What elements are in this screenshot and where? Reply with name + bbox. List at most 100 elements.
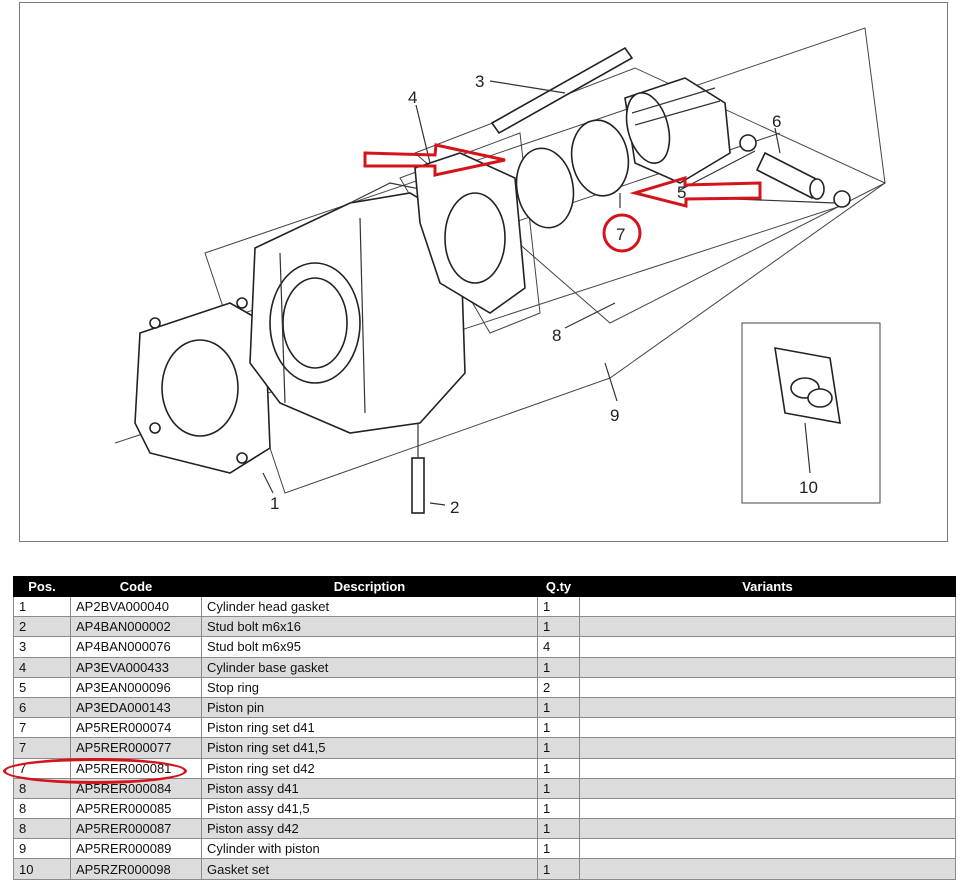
- cell-pos: 8: [13, 818, 71, 840]
- cell-qty: 1: [537, 777, 580, 799]
- cell-qty: 1: [537, 757, 580, 779]
- cell-qty: 1: [537, 595, 580, 618]
- header-variants: Variants: [579, 576, 956, 597]
- exploded-diagram: 1 2 3 4 5 6 7 8 9 10: [19, 2, 948, 542]
- cell-pos: 9: [13, 838, 71, 860]
- header-pos: Pos.: [13, 576, 71, 597]
- cell-description: Stud bolt m6x16: [201, 616, 538, 638]
- callout-6: 6: [772, 112, 781, 131]
- callout-9: 9: [610, 406, 619, 425]
- cell-code: AP5RER000087: [70, 818, 202, 840]
- callout-10: 10: [799, 478, 818, 497]
- cell-variants: [579, 616, 956, 638]
- cell-variants: [579, 737, 956, 759]
- cell-code: AP5RER000084: [70, 777, 202, 799]
- gasket-bore: [161, 339, 239, 437]
- stud-bolt-long: [490, 46, 634, 135]
- cell-description: Gasket set: [201, 858, 538, 880]
- outline-group-9: [204, 27, 886, 494]
- cell-variants: [579, 757, 956, 779]
- cell-pos: 1: [13, 595, 71, 618]
- cell-code: AP5RER000081: [70, 757, 202, 779]
- table-header-row: Pos. Code Description Q.ty Variants: [13, 576, 956, 597]
- cell-code: AP4BAN000002: [70, 616, 202, 638]
- cell-code: AP4BAN000076: [70, 636, 202, 658]
- callout-7: 7: [616, 225, 625, 244]
- cell-pos: 2: [13, 616, 71, 638]
- callout-5: 5: [677, 183, 686, 202]
- cell-description: Piston ring set d41: [201, 717, 538, 739]
- stop-ring: [833, 190, 851, 208]
- cell-code: AP5RER000089: [70, 838, 202, 860]
- cell-qty: 1: [537, 696, 580, 719]
- cell-code: AP3EDA000143: [70, 696, 202, 719]
- cell-variants: [579, 797, 956, 820]
- callout-3: 3: [475, 72, 484, 91]
- cell-qty: 1: [537, 818, 580, 840]
- cell-description: Stud bolt m6x95: [201, 636, 538, 658]
- cell-description: Piston ring set d41,5: [201, 737, 538, 759]
- cell-pos: 6: [13, 696, 71, 719]
- cell-code: AP5RER000085: [70, 797, 202, 820]
- callout-4: 4: [408, 88, 417, 107]
- cell-pos: 8: [13, 797, 71, 820]
- cell-description: Piston assy d42: [201, 818, 538, 840]
- red-arrow-right: [629, 175, 762, 208]
- cell-pos: 3: [13, 636, 71, 658]
- piston-ring: [515, 147, 575, 229]
- cell-description: Piston ring set d42: [201, 757, 538, 779]
- cell-code: AP2BVA000040: [70, 595, 202, 618]
- cell-pos: 7: [13, 757, 71, 779]
- cell-code: AP5RER000074: [70, 717, 202, 739]
- cell-variants: [579, 818, 956, 840]
- cell-variants: [579, 595, 956, 618]
- callout-1: 1: [270, 494, 279, 513]
- cell-description: Piston assy d41: [201, 777, 538, 799]
- cell-variants: [579, 656, 956, 678]
- stop-ring: [739, 134, 757, 152]
- cell-pos: 7: [13, 737, 71, 759]
- stud-bolt-short: [411, 457, 425, 514]
- cell-description: Cylinder base gasket: [201, 656, 538, 678]
- cell-code: AP3EVA000433: [70, 656, 202, 678]
- callout-2: 2: [450, 498, 459, 517]
- header-description: Description: [201, 576, 538, 597]
- piston-ring: [570, 119, 630, 197]
- cell-qty: 1: [537, 656, 580, 678]
- cell-variants: [579, 717, 956, 739]
- cell-variants: [579, 696, 956, 719]
- cell-variants: [579, 636, 956, 658]
- cell-pos: 7: [13, 717, 71, 739]
- cell-variants: [579, 858, 956, 880]
- cell-description: Stop ring: [201, 676, 538, 698]
- cell-code: AP5RZR000098: [70, 858, 202, 880]
- red-circle-callout-7: [602, 213, 642, 253]
- cell-description: Piston assy d41,5: [201, 797, 538, 820]
- red-arrow-left: [363, 143, 506, 177]
- cell-description: Cylinder with piston: [201, 838, 538, 860]
- cell-description: Piston pin: [201, 696, 538, 719]
- cell-qty: 1: [537, 717, 580, 739]
- header-code: Code: [70, 576, 202, 597]
- cell-variants: [579, 777, 956, 799]
- piston-pin: [755, 151, 822, 200]
- cell-qty: 2: [537, 676, 580, 698]
- cell-pos: 8: [13, 777, 71, 799]
- cell-pos: 4: [13, 656, 71, 678]
- cell-pos: 5: [13, 676, 71, 698]
- cell-code: AP3EAN000096: [70, 676, 202, 698]
